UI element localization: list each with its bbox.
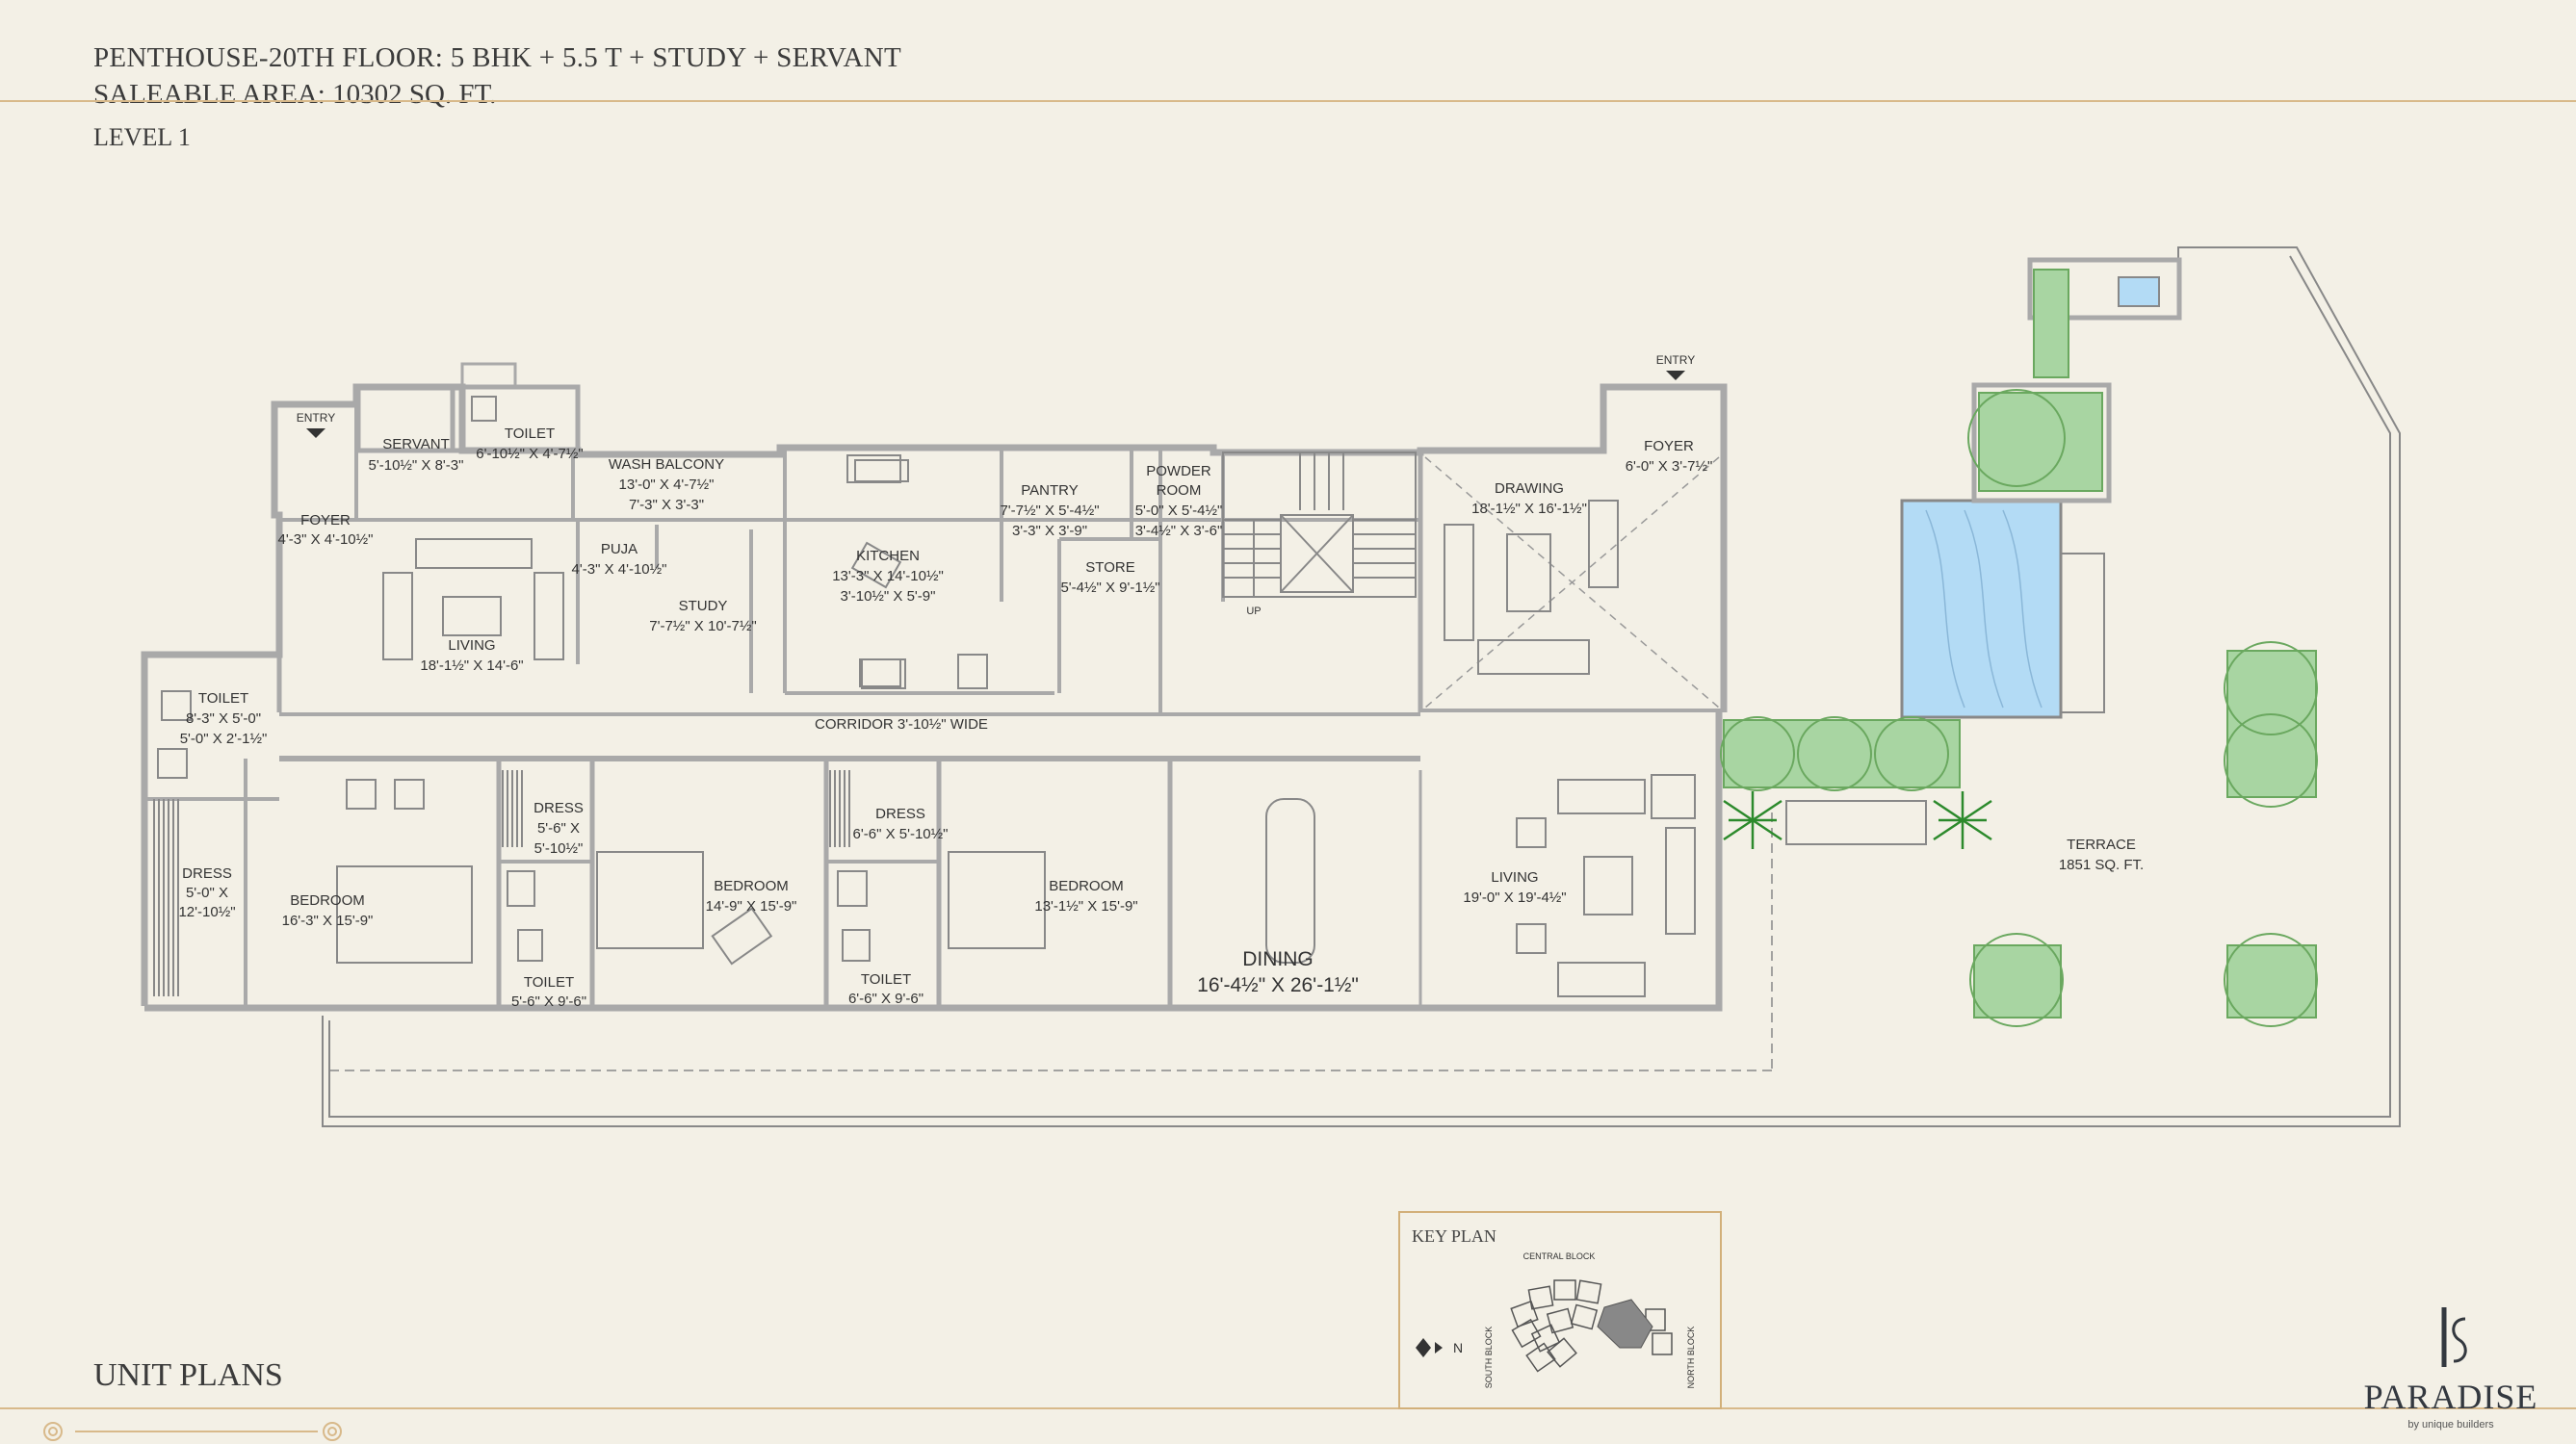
svg-text:IS: IS (2359, 1300, 2360, 1301)
servant-label: SERVANT (382, 436, 449, 452)
pantry-dim1: 7'-7½" X 5'-4½" (1000, 503, 1099, 519)
powder-dim2: 3'-4½" X 3'-6" (1135, 523, 1223, 539)
living-left-dim: 18'-1½" X 14'-6" (420, 658, 523, 674)
terrace-dim: 1851 SQ. FT. (2059, 857, 2144, 873)
powder-dim1: 5'-0" X 5'-4½" (1135, 503, 1223, 519)
living-right-dim: 19'-0" X 19'-4½" (1463, 890, 1566, 906)
bedroom2-dim: 14'-9" X 15'-9" (706, 898, 797, 915)
puja-label: PUJA (601, 541, 637, 557)
dress3-dim: 6'-6" X 5'-10½" (853, 826, 949, 842)
foyer-right-label: FOYER (1644, 438, 1694, 454)
bedroom1-label: BEDROOM (290, 892, 365, 909)
foyer-left-dim: 4'-3" X 4'-10½" (278, 531, 374, 548)
key-plan-diagram: N CENTRAL BLOCK SOUTH BLOCK NORTH BLOCK (1416, 1251, 1696, 1389)
entry-left-label: ENTRY (297, 411, 335, 425)
bedroom3-dim: 13'-1½" X 15'-9" (1034, 898, 1137, 915)
toilet3-dim: 6'-6" X 9'-6" (848, 991, 924, 1007)
paradise-logo: IS PARADISE by unique builders (2359, 1300, 2542, 1434)
footer-rule (0, 1407, 2576, 1409)
terrace-label: TERRACE (2067, 837, 2136, 853)
servant-toilet-block (355, 362, 581, 453)
dress-left-dim2: 12'-10½" (178, 904, 235, 920)
dining-label: DINING (1242, 948, 1314, 970)
drawing-label: DRAWING (1495, 480, 1564, 497)
compass-north: N (1453, 1340, 1463, 1355)
bedroom3-label: BEDROOM (1049, 878, 1124, 894)
dress-left-label: DRESS (182, 865, 232, 882)
dress2-label: DRESS (533, 800, 584, 816)
study-dim: 7'-7½" X 10'-7½" (649, 618, 756, 634)
toilet-left-dim1: 8'-3" X 5'-0" (186, 710, 261, 727)
plan-title: PENTHOUSE-20TH FLOOR: 5 BHK + 5.5 T + ST… (93, 42, 901, 73)
dress-left-dim1: 5'-0" X (186, 885, 228, 901)
wash-balcony-dim2: 7'-3" X 3'-3" (629, 497, 704, 513)
dining-dim: 16'-4½" X 26'-1½" (1197, 974, 1359, 996)
toilet3-label: TOILET (861, 971, 911, 988)
staircase (1222, 451, 1417, 598)
drawing-diagonals (1424, 456, 1720, 709)
store-label: STORE (1085, 559, 1134, 576)
corridor-label: CORRIDOR 3'-10½" WIDE (815, 716, 988, 733)
key-plan-title: KEY PLAN (1412, 1226, 1496, 1246)
dress2-dim1: 5'-6" X (537, 820, 580, 837)
dress3-label: DRESS (875, 806, 925, 822)
entry-right-arrow (1666, 371, 1685, 380)
palm-left (1723, 791, 1782, 849)
dress2-dim2: 5'-10½" (534, 840, 584, 857)
wash-balcony-dim1: 13'-0" X 4'-7½" (619, 477, 715, 493)
fixtures (157, 396, 988, 962)
main-walls (141, 383, 1728, 1012)
key-plan: KEY PLAN N CENTRAL BLOCK SOUTH BLOCK NOR… (1398, 1211, 1722, 1409)
header-rule (0, 100, 2576, 102)
north-block-label: NORTH BLOCK (1686, 1327, 1696, 1389)
kitchen-dim1: 13'-3" X 14'-10½" (832, 568, 944, 584)
palm-right (1933, 791, 1992, 849)
toilet-left-dim2: 5'-0" X 2'-1½" (180, 731, 268, 747)
logo-tagline: by unique builders (2407, 1419, 2494, 1431)
foyer-left-label: FOYER (300, 512, 351, 529)
unit-plans-label: UNIT PLANS (93, 1357, 283, 1393)
south-block-label: SOUTH BLOCK (1484, 1327, 1494, 1389)
bedroom1-dim: 16'-3" X 15'-9" (282, 913, 374, 929)
pantry-dim2: 3'-3" X 3'-9" (1012, 523, 1087, 539)
entry-arrows (306, 371, 1685, 438)
logo-wordmark: PARADISE (2363, 1378, 2538, 1416)
bedroom2-label: BEDROOM (714, 878, 789, 894)
living-right-label: LIVING (1491, 869, 1538, 886)
kitchen-label: KITCHEN (856, 548, 920, 564)
logo-monogram: IS (2359, 1300, 2467, 1367)
powder-label: POWDER (1146, 463, 1211, 479)
toilet-servant-dim: 6'-10½" X 4'-7½" (476, 446, 583, 462)
entry-left-arrow (306, 428, 325, 438)
store-dim: 5'-4½" X 9'-1½" (1060, 580, 1159, 596)
entry-right-label: ENTRY (1656, 353, 1695, 367)
kitchen-dim2: 3'-10½" X 5'-9" (841, 588, 936, 605)
level-label: LEVEL 1 (93, 123, 191, 151)
living-left-label: LIVING (448, 637, 495, 654)
servant-dim: 5'-10½" X 8'-3" (369, 457, 464, 474)
furniture (336, 459, 1696, 997)
saleable-area: SALEABLE AREA: 10302 SQ. FT. (93, 79, 497, 110)
terrace-outline (322, 246, 2401, 1127)
puja-dim: 4'-3" X 4'-10½" (572, 561, 667, 578)
stair-up-label: UP (1246, 606, 1261, 617)
wash-balcony-label: WASH BALCONY (609, 456, 724, 473)
toilet2-dim: 5'-6" X 9'-6" (511, 993, 586, 1010)
foyer-right-dim: 6'-0" X 3'-7½" (1626, 458, 1713, 475)
room-labels: ENTRY ENTRY SERVANT 5'-10½" X 8'-3" TOIL… (178, 353, 2144, 1010)
swimming-pool (1900, 257, 2182, 719)
dress-racks (153, 770, 850, 996)
footer-ornament (43, 1422, 342, 1441)
drawing-dim: 18'-1½" X 16'-1½" (1471, 501, 1587, 517)
toilet-left-label: TOILET (198, 690, 248, 707)
toilet2-label: TOILET (524, 974, 574, 991)
toilet-servant-label: TOILET (505, 425, 555, 442)
central-block-label: CENTRAL BLOCK (1523, 1251, 1596, 1261)
greenery (1720, 269, 2318, 1027)
pantry-label: PANTRY (1021, 482, 1078, 499)
study-label: STUDY (679, 598, 728, 614)
powder-label2: ROOM (1157, 482, 1202, 499)
